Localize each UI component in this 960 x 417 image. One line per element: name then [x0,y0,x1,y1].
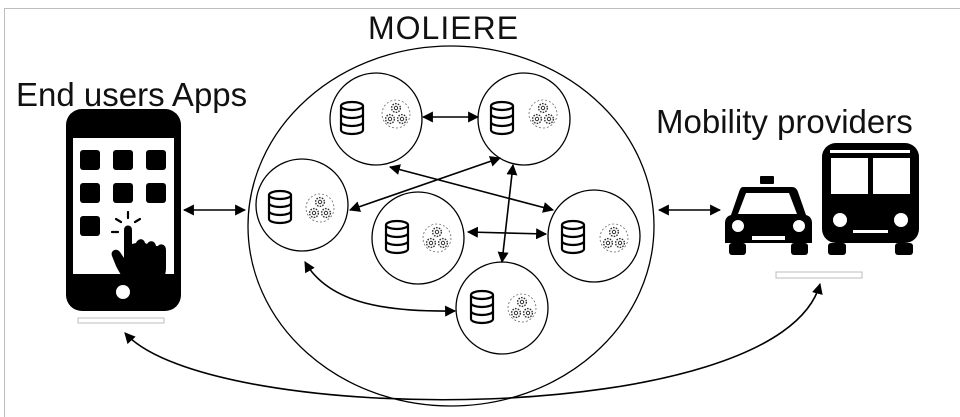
moliere-boundary [247,45,655,407]
node-top-left [329,72,423,166]
node-center [371,191,465,285]
frame-left-border [4,8,5,417]
database-icon [560,219,586,255]
bus-icon [775,143,919,279]
database-icon [384,219,410,255]
node-bottom [455,261,549,355]
taxi-icon [725,176,812,255]
database-icon [489,100,515,136]
diagram-title: MOLIERE [368,10,520,46]
database-icon [469,289,495,325]
database-icon [339,100,365,136]
side-arrows [124,204,823,401]
smartphone-tap-icon [66,109,181,324]
end-users-apps-label: End users Apps [16,76,248,113]
database-icon [267,189,293,225]
frame-top-border [4,8,960,9]
node-mid-right [547,189,641,283]
node-top-right [477,72,571,166]
node-mid-left [255,158,349,252]
mobility-providers-label: Mobility providers [656,103,913,140]
